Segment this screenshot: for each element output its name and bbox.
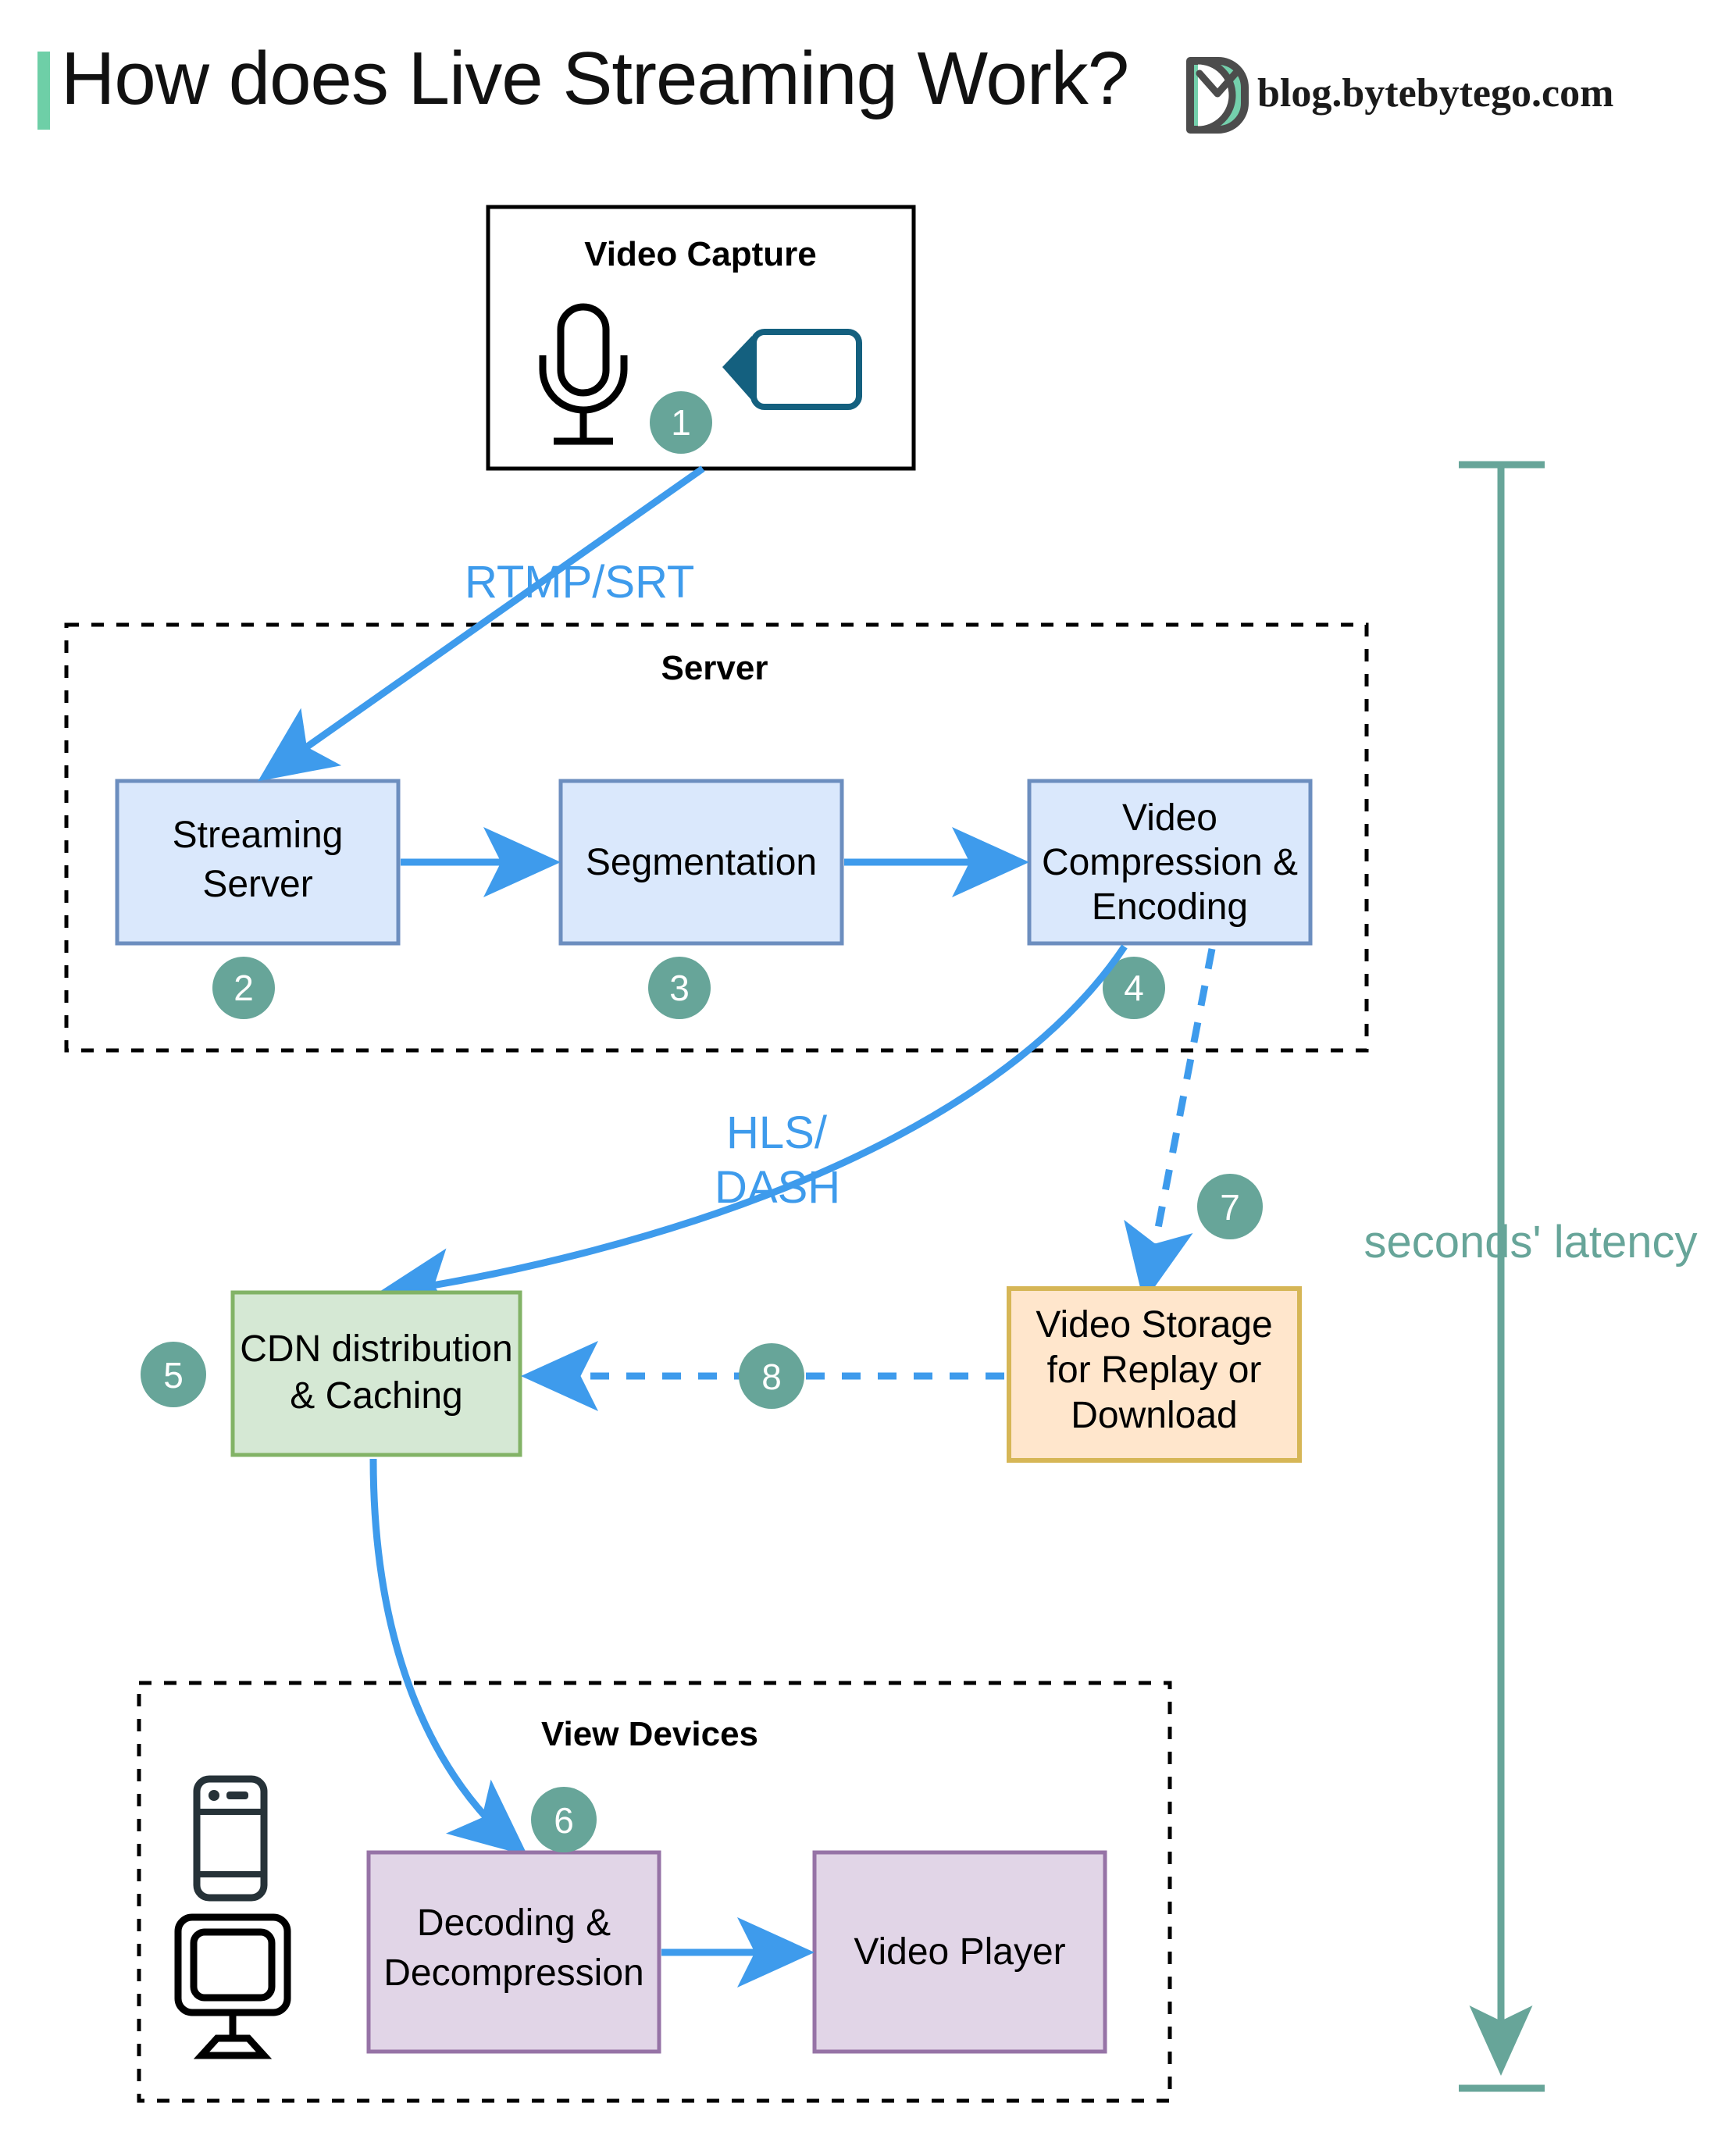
streaming-server-label-2: Server [202, 864, 312, 905]
badge-3: 3 [648, 957, 711, 1019]
compression-label-3: Encoding [1092, 886, 1248, 928]
latency-annotation: seconds' latency [1364, 461, 1698, 2092]
group-video-capture: Video Capture 1 [486, 205, 916, 471]
streaming-server-label-1: Streaming [173, 815, 344, 856]
edge-label-rtmp-srt: RTMP/SRT [465, 557, 694, 608]
badge-1-label: 1 [671, 402, 691, 443]
edge-label-hls-2: DASH [715, 1162, 840, 1213]
edge-compression-to-cdn [375, 944, 1128, 1318]
node-streaming-server[interactable]: Streaming Server [115, 779, 401, 946]
badge-8: 8 [739, 1343, 804, 1409]
cdn-label-1: CDN distribution [240, 1328, 512, 1370]
microphone-icon [539, 303, 628, 445]
storage-label-3: Download [1071, 1395, 1237, 1436]
cdn-label-2: & Caching [290, 1375, 462, 1417]
badge-6: 6 [531, 1787, 597, 1852]
video-capture-title: Video Capture [584, 235, 816, 273]
decoding-label-2: Decompression [383, 1952, 643, 1994]
badge-8-label: 8 [761, 1357, 782, 1397]
brand-label: blog.bytebytego.com [1257, 71, 1614, 116]
view-devices-title: View Devices [541, 1715, 758, 1753]
node-video-compression[interactable]: Video Compression & Encoding [1027, 779, 1313, 946]
decoding-label-1: Decoding & [417, 1902, 611, 1944]
node-cdn[interactable]: CDN distribution & Caching [230, 1290, 522, 1457]
storage-label-1: Video Storage [1036, 1304, 1272, 1346]
edge-label-hls-1: HLS/ [726, 1107, 828, 1158]
badge-2: 2 [212, 957, 275, 1019]
badge-4-label: 4 [1124, 968, 1144, 1008]
node-decoding[interactable]: Decoding & Decompression [366, 1850, 661, 2054]
smartphone-icon [193, 1775, 268, 1902]
page-title: How does Live Streaming Work? [61, 37, 1129, 120]
compression-label-1: Video [1122, 797, 1217, 839]
storage-label-2: for Replay or [1047, 1349, 1262, 1391]
bytebytego-logo-icon [1186, 57, 1249, 134]
segmentation-label: Segmentation [586, 842, 817, 883]
badge-7-label: 7 [1220, 1187, 1240, 1228]
desktop-monitor-icon [174, 1913, 291, 2059]
group-server: Server Streaming Server Segmentation Vid… [64, 622, 1369, 1053]
badge-3-label: 3 [669, 968, 690, 1008]
node-video-player[interactable]: Video Player [812, 1850, 1107, 2054]
badge-5: 5 [141, 1342, 206, 1407]
badge-4: 4 [1103, 957, 1165, 1019]
compression-label-2: Compression & [1042, 842, 1298, 883]
node-segmentation[interactable]: Segmentation [558, 779, 844, 946]
edge-cdn-to-decoding [369, 1458, 528, 1856]
badge-5-label: 5 [163, 1355, 184, 1396]
title-accent-bar [37, 52, 50, 130]
group-view-devices: View Devices Decoding & Decompression 6 [137, 1681, 1172, 2103]
badge-2-label: 2 [233, 968, 254, 1008]
badge-1: 1 [650, 391, 712, 454]
edge-capture-to-streaming-server [258, 465, 705, 782]
badge-6-label: 6 [554, 1800, 574, 1841]
video-player-label: Video Player [854, 1931, 1065, 1973]
latency-label: seconds' latency [1364, 1217, 1698, 1267]
video-camera-icon [722, 329, 862, 410]
edge-compression-to-storage [1124, 948, 1216, 1303]
server-title: Server [661, 649, 768, 687]
badge-7: 7 [1197, 1174, 1263, 1239]
node-video-storage[interactable]: Video Storage for Replay or Download [1007, 1286, 1302, 1463]
